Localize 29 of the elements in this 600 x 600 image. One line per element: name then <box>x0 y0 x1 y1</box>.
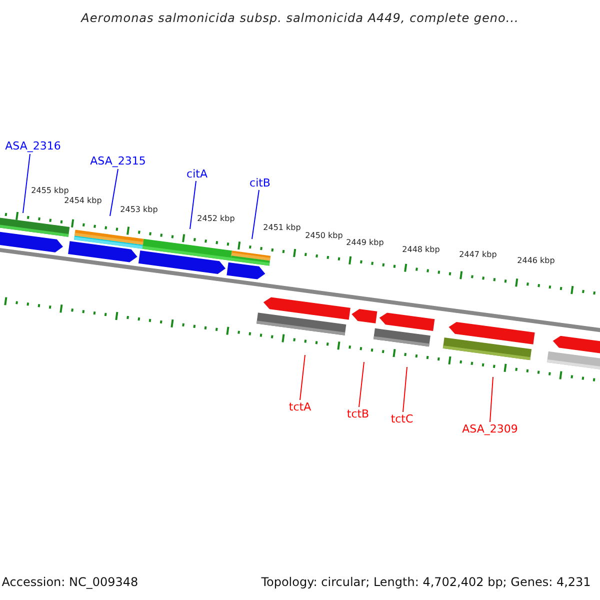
scale-label: 2450 kbp <box>305 232 343 240</box>
gene-label: ASA_2316 <box>5 140 61 152</box>
scale-label: 2448 kbp <box>402 246 440 254</box>
scale-label: 2455 kbp <box>31 187 69 195</box>
leader-line <box>22 154 30 214</box>
footer-text: Topology: circular; Length: 4,702,402 bp; Genes: 4,231 <box>261 576 591 588</box>
scale-label: 2452 kbp <box>197 215 235 223</box>
leader-line <box>190 180 196 230</box>
leader-line <box>110 168 118 216</box>
gene-label: tctA <box>288 402 312 412</box>
leader-line <box>300 354 306 400</box>
footer-text: Accession: NC_009348 <box>2 576 138 588</box>
scale-label: 2454 kbp <box>64 197 102 205</box>
leader-line <box>402 366 408 412</box>
leader-line <box>490 376 494 422</box>
gene-label: tctC <box>390 414 414 424</box>
leader-line <box>252 190 260 240</box>
gene-label: ASA_2309 <box>462 424 518 434</box>
gene-label: citB <box>250 178 270 188</box>
scale-label: 2447 kbp <box>459 251 497 259</box>
title: Aeromonas salmonicida subsp. salmonicida A449, complete geno... <box>81 12 519 24</box>
gene-label: tctB <box>346 408 370 420</box>
gene-label: ASA_2315 <box>90 156 146 166</box>
scale-label: 2446 kbp <box>517 257 555 265</box>
scale-label: 2453 kbp <box>120 206 158 214</box>
gene-label: citA <box>186 168 208 180</box>
scale-label: 2449 kbp <box>346 239 384 247</box>
leader-line <box>358 362 364 408</box>
scale-label: 2451 kbp <box>263 224 301 232</box>
